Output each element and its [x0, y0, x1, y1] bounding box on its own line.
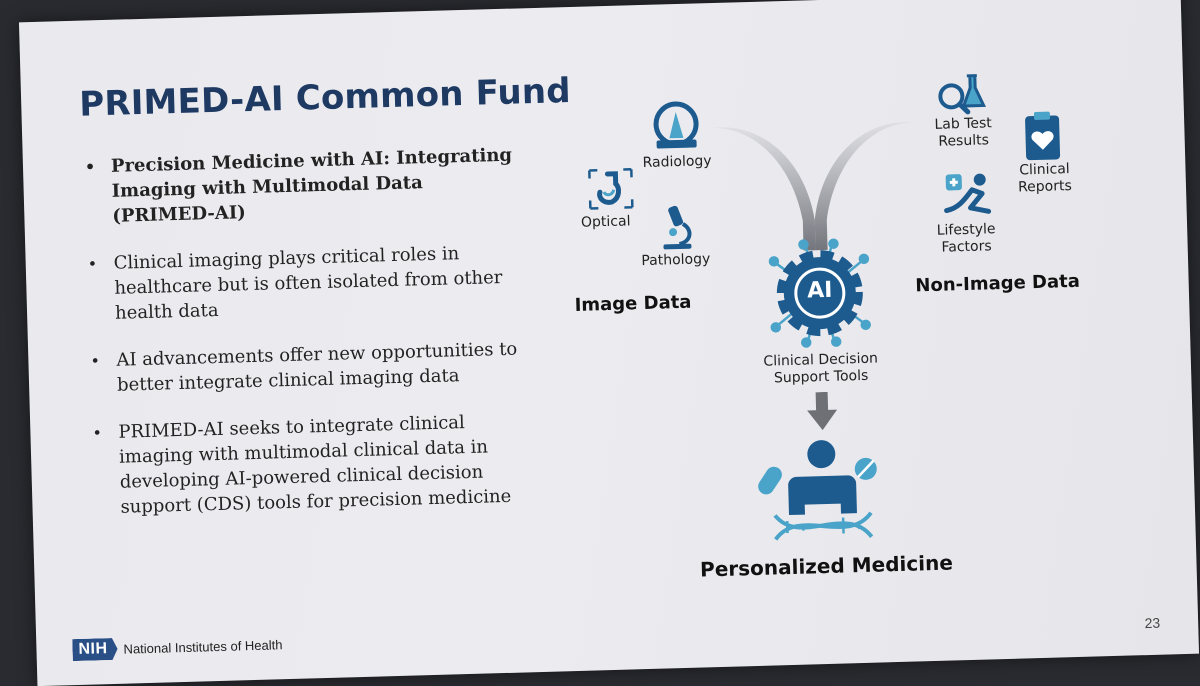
bullet-marker: •	[87, 251, 97, 276]
optical-label: Optical	[571, 213, 641, 232]
org-name: National Institutes of Health	[123, 637, 282, 656]
bullet-marker: •	[92, 420, 102, 445]
bullet-text: PRIMED-AI seeks to integrate clinical im…	[118, 412, 511, 518]
image-data-heading: Image Data	[563, 293, 703, 314]
clinical-reports-label: Clinical Reports	[999, 161, 1090, 197]
radiology-label: Radiology	[635, 153, 719, 172]
bullet-list: • Precision Medicine with AI: Integratin…	[81, 142, 531, 520]
radiology-scanner-icon	[651, 99, 700, 152]
bullet-item: • Precision Medicine with AI: Integratin…	[81, 142, 523, 229]
ai-label: AI	[799, 278, 840, 305]
non-image-data-heading: Non-Image Data	[912, 273, 1082, 295]
bullet-marker: •	[90, 348, 100, 373]
bullet-text: Precision Medicine with AI: Integrating …	[111, 145, 513, 227]
bullet-item: • Clinical imaging plays critical roles …	[83, 239, 525, 326]
cds-label: Clinical Decision Support Tools	[751, 350, 892, 388]
pathology-microscope-icon	[656, 204, 697, 251]
lab-test-label: Lab Test Results	[918, 115, 1009, 151]
bullet-marker: •	[85, 154, 96, 179]
personalized-medicine-label: Personalized Medicine	[696, 550, 957, 581]
bullet-text: Clinical imaging plays critical roles in…	[113, 243, 502, 324]
lifestyle-factors-icon	[942, 171, 995, 216]
bullet-item: • PRIMED-AI seeks to integrate clinical …	[88, 408, 531, 520]
personalized-medicine-icon	[751, 432, 894, 556]
bullet-item: • AI advancements offer new opportunitie…	[86, 336, 527, 398]
lifestyle-factors-text: Lifestyle Factors	[937, 221, 996, 256]
lab-test-results-text: Lab Test Results	[934, 115, 992, 149]
down-arrow-icon	[807, 392, 838, 431]
nih-logo-mark: NIH	[72, 638, 118, 661]
pathology-label: Pathology	[634, 251, 718, 270]
page-number: 23	[1144, 615, 1160, 631]
clinical-reports-clipboard-icon	[1022, 109, 1063, 162]
lifestyle-label: Lifestyle Factors	[921, 221, 1012, 257]
slide-title: PRIMED-AI Common Fund	[79, 71, 572, 125]
nih-logo: NIH National Institutes of Health	[72, 633, 283, 661]
bullet-text: AI advancements offer new opportunities …	[116, 339, 517, 396]
lab-test-flask-icon	[933, 71, 988, 118]
slide: PRIMED-AI Common Fund • Precision Medici…	[19, 0, 1199, 686]
clinical-reports-text: Clinical Reports	[1018, 161, 1072, 195]
optical-endoscope-icon	[585, 165, 636, 212]
